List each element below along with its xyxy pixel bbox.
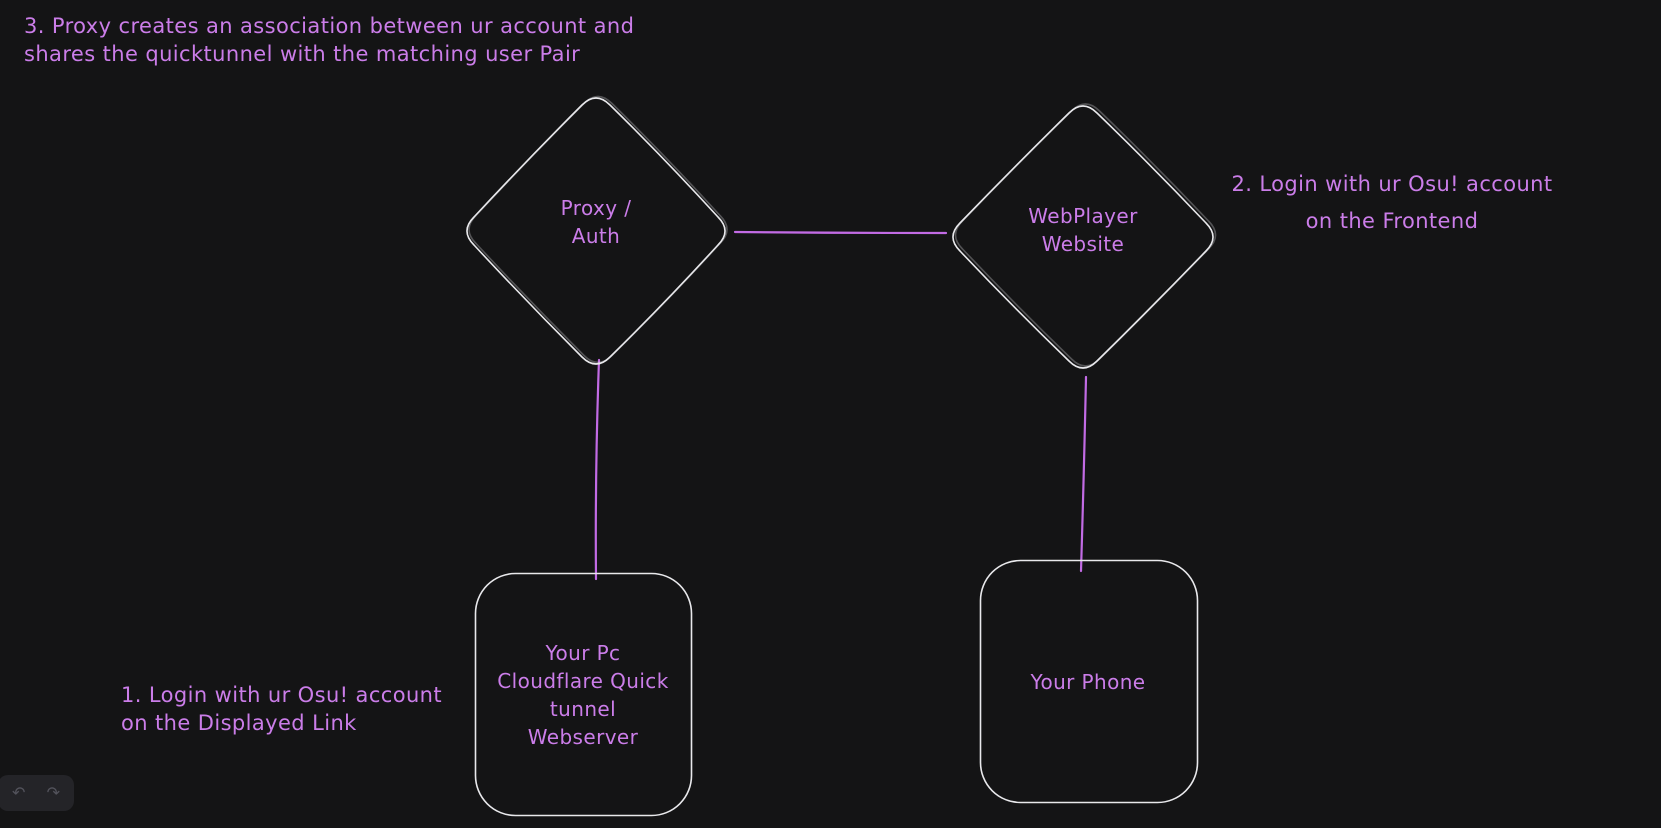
diamond-webplayer-website[interactable] (952, 103, 1217, 369)
redo-button[interactable]: ↷ (39, 779, 67, 807)
history-toolbar: ↶ ↷ (0, 775, 74, 811)
annotation-step-3[interactable]: 3. Proxy creates an association between … (24, 14, 635, 66)
undo-icon: ↶ (11, 783, 26, 802)
label-your-phone[interactable]: Your Phone (1030, 670, 1146, 694)
rect-pc-webserver[interactable] (474, 572, 693, 817)
annotation-step-1[interactable]: 1. Login with ur Osu! account on the Dis… (121, 683, 443, 735)
label-pc-webserver[interactable]: Your Pc Cloudflare Quick tunnel Webserve… (497, 641, 669, 749)
label-webplayer-website[interactable]: WebPlayer Website (1028, 204, 1138, 256)
rect-your-phone[interactable] (979, 559, 1199, 804)
annotation-step-2[interactable]: 2. Login with ur Osu! account on the Fro… (1231, 172, 1553, 233)
undo-button[interactable]: ↶ (5, 779, 33, 807)
connector-proxy-pc[interactable] (594, 358, 601, 581)
diamond-proxy-auth[interactable] (466, 95, 728, 365)
connector-webplayer-phone[interactable] (1079, 375, 1088, 573)
label-proxy-auth[interactable]: Proxy / Auth (560, 196, 632, 248)
connector-proxy-webplayer[interactable] (733, 230, 948, 235)
redo-icon: ↷ (46, 783, 61, 802)
